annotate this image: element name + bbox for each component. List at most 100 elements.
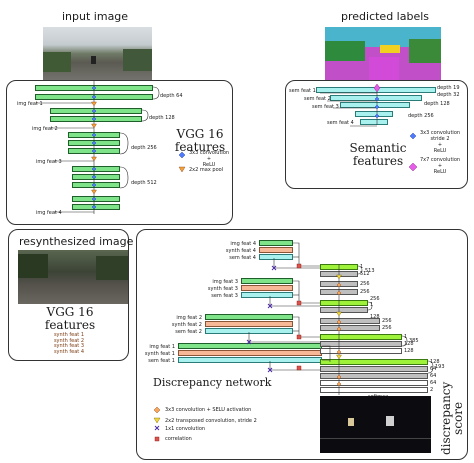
synth-feat-list: synth feat 1 synth feat 2 synth feat 3 s… bbox=[44, 332, 94, 355]
sem-feat-1: sem feat 1 bbox=[289, 88, 316, 94]
disc-legend-selu: 3x3 convolution + SELU activation bbox=[165, 407, 252, 413]
conv-icon bbox=[91, 166, 97, 172]
synth-feat-1: synth feat 1 bbox=[53, 332, 85, 338]
sem-bar-5 bbox=[360, 119, 388, 125]
conv-icon bbox=[91, 204, 97, 210]
sem-legend-conv: 3x3 convolution stride 2 + ReLU bbox=[420, 130, 461, 154]
vgg-legend-maxpool: 2x2 max pool bbox=[189, 167, 224, 173]
dec-depth: 128 bbox=[430, 359, 440, 365]
sem-bar-4 bbox=[355, 111, 393, 117]
sem-legend-magenta: 7x7 convolution + ReLU bbox=[420, 157, 461, 175]
vgg-img-feat-3: img feat 3 bbox=[36, 159, 62, 165]
conv-icon bbox=[91, 108, 97, 114]
dec-depth: 512 bbox=[360, 271, 370, 277]
dec-depth: 1 bbox=[404, 334, 408, 340]
synth-feat-2: synth feat 2 bbox=[53, 337, 85, 344]
disc-row3-sem: sem feat 3 bbox=[211, 293, 238, 299]
disc-row3-synth: synth feat 3 bbox=[207, 286, 238, 292]
dec-depth: 64 bbox=[430, 373, 437, 379]
discrepancy-score-image bbox=[320, 396, 431, 453]
legend-correlation-icon bbox=[154, 436, 160, 442]
maxpool-icon bbox=[91, 123, 97, 129]
sem-bar-3 bbox=[340, 102, 410, 108]
synth-feat-3: synth feat 3 bbox=[53, 343, 85, 350]
predicted-labels-title: predicted labels bbox=[341, 10, 430, 23]
conv-icon bbox=[91, 182, 97, 188]
maxpool-icon bbox=[91, 189, 97, 195]
vgg-img-feat-1: img feat 1 bbox=[17, 101, 43, 107]
dec-depth: 64 bbox=[430, 366, 437, 372]
legend-conv-icon bbox=[178, 151, 186, 159]
sem-legend-conv-icon bbox=[409, 132, 417, 140]
disc-legend-transposed: 2x2 transposed convolution, stride 2 bbox=[165, 418, 257, 424]
disc-legend-correlation: correlation bbox=[165, 436, 192, 442]
dec-depth: 128 bbox=[404, 348, 414, 354]
dec-depth: 256 bbox=[382, 325, 392, 331]
dec-depth: 2 bbox=[430, 387, 434, 393]
conv-icon bbox=[91, 94, 97, 100]
sem-feat-3: sem feat 3 bbox=[312, 104, 339, 110]
disc-row2-synth: synth feat 2 bbox=[171, 322, 202, 328]
conv-icon bbox=[91, 174, 97, 180]
conv-icon bbox=[91, 148, 97, 154]
sem-depth-32: depth 32 bbox=[437, 92, 460, 98]
legend-selu-conv-icon bbox=[153, 406, 161, 414]
sem-feat-4: sem feat 4 bbox=[327, 120, 354, 126]
dec-depth: 385 bbox=[409, 338, 419, 344]
resynthesized-image-title: resynthesized image bbox=[19, 235, 134, 248]
conv-icon bbox=[91, 196, 97, 202]
vgg-legend-conv: 3x3 convolution + ReLU bbox=[189, 150, 230, 168]
sem-depth-256: depth 256 bbox=[408, 113, 434, 119]
input-image bbox=[43, 27, 152, 86]
dec-depth: 64 bbox=[430, 380, 437, 386]
predicted-labels-image bbox=[325, 27, 441, 85]
discrepancy-score-label: discrepancy score bbox=[439, 381, 465, 455]
sem-depth-19: depth 19 bbox=[437, 85, 460, 91]
vgg-depth-64: depth 64 bbox=[160, 93, 183, 99]
vgg-img-feat-2: img feat 2 bbox=[32, 126, 58, 132]
disc-row3-img: img feat 3 bbox=[212, 279, 238, 285]
disc-row1-img: img feat 1 bbox=[149, 344, 175, 350]
sem-magenta-conv-icon bbox=[373, 83, 381, 93]
sem-legend-magenta-icon bbox=[408, 162, 418, 172]
dec-depth: 128 bbox=[404, 341, 414, 347]
vgg-depth-128: depth 128 bbox=[149, 115, 175, 121]
resynthesized-image bbox=[18, 250, 128, 304]
conv-icon bbox=[91, 116, 97, 122]
disc-legend-1x1: 1x1 convolution bbox=[165, 426, 206, 432]
dec-depth: 256 bbox=[360, 281, 370, 287]
synth-feat-4: synth feat 4 bbox=[53, 348, 85, 355]
dec-depth: 128 bbox=[370, 314, 380, 320]
maxpool-icon bbox=[91, 101, 97, 107]
dec-depth: 1 bbox=[360, 264, 364, 270]
dec-depth: 256 bbox=[370, 296, 380, 302]
sem-feat-2: sem feat 2 bbox=[304, 96, 331, 102]
conv-icon bbox=[91, 140, 97, 146]
dec-depth: 1 bbox=[370, 302, 374, 308]
disc-row2-img: img feat 2 bbox=[176, 315, 202, 321]
dec-depth: 513 bbox=[365, 268, 375, 274]
discrepancy-network-title: Discrepancy network bbox=[153, 376, 272, 389]
vgg-depth-256: depth 256 bbox=[131, 145, 157, 151]
conv-icon bbox=[91, 132, 97, 138]
disc-row4-synth: synth feat 4 bbox=[225, 248, 256, 254]
maxpool-icon bbox=[91, 156, 97, 162]
disc-row4-img: img feat 4 bbox=[230, 241, 256, 247]
disc-row1-sem: sem feat 1 bbox=[148, 358, 175, 364]
dec-depth: 256 bbox=[360, 289, 370, 295]
legend-transposed-conv-icon bbox=[153, 417, 161, 424]
disc-row4-sem: sem feat 4 bbox=[229, 255, 256, 261]
vgg-img-feat-4: img feat 4 bbox=[36, 210, 62, 216]
disc-row1-synth: synth feat 1 bbox=[144, 351, 175, 357]
legend-maxpool-icon bbox=[178, 166, 186, 173]
dec-depth: 193 bbox=[435, 364, 445, 370]
vgg-depth-512: depth 512 bbox=[131, 180, 157, 186]
disc-row2-sem: sem feat 2 bbox=[175, 329, 202, 335]
dec-depth: 256 bbox=[382, 318, 392, 324]
